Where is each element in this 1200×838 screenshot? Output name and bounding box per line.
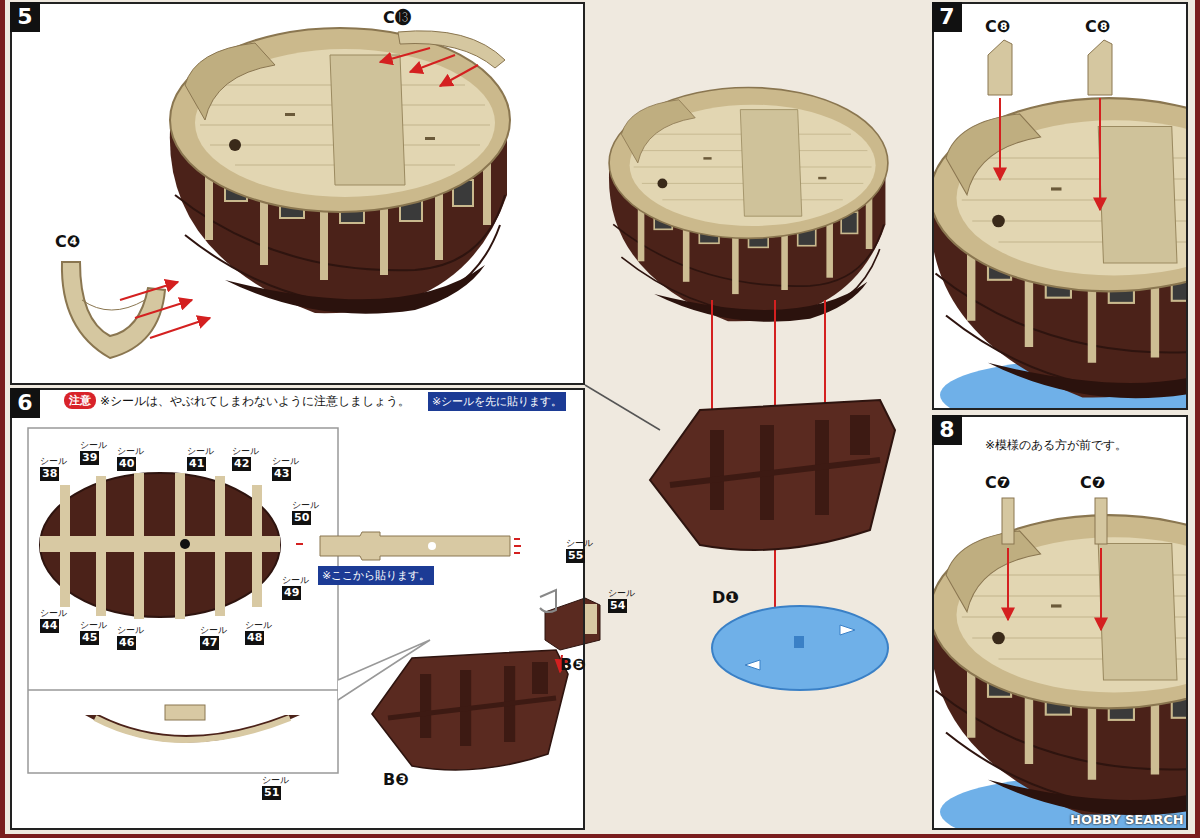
- sticker-number: 48: [245, 631, 264, 645]
- step-panel: 5: [10, 2, 585, 385]
- sticker-word: シール: [187, 446, 214, 456]
- part-label: C❼: [1080, 473, 1105, 492]
- step-panel: 8: [932, 415, 1188, 830]
- sticker-word: シール: [80, 440, 107, 450]
- sticker-word: シール: [262, 775, 289, 785]
- sticker-number: 43: [272, 467, 291, 481]
- sticker-number: 44: [40, 619, 59, 633]
- sticker-word: シール: [292, 500, 319, 510]
- sticker-word: シール: [272, 456, 299, 466]
- step-number: 6: [10, 388, 40, 418]
- sticker-number: 47: [200, 636, 219, 650]
- part-label: C❼: [985, 473, 1010, 492]
- sticker-number: 39: [80, 451, 99, 465]
- note-text: ※シールは、やぶれてしまわないように注意しましょう。: [100, 393, 410, 410]
- sticker-word: シール: [232, 446, 259, 456]
- caution-badge: 注意: [64, 392, 96, 409]
- step-number: 8: [932, 415, 962, 445]
- sticker-word: シール: [245, 620, 272, 630]
- step-number: 7: [932, 2, 962, 32]
- sticker-number: 55: [566, 549, 585, 563]
- sticker-number: 41: [187, 457, 206, 471]
- part-label: B❸: [383, 770, 409, 789]
- sticker-number: 46: [117, 636, 136, 650]
- sticker-number: 40: [117, 457, 136, 471]
- sticker-number: 42: [232, 457, 251, 471]
- step-number: 5: [10, 2, 40, 32]
- sticker-word: シール: [117, 446, 144, 456]
- sticker-word: シール: [200, 625, 227, 635]
- sticker-number: 54: [608, 599, 627, 613]
- sticker-word: シール: [117, 625, 144, 635]
- part-label: B❺: [560, 655, 586, 674]
- sticker-word: シール: [40, 456, 67, 466]
- note-text: ※模様のある方が前です。: [985, 437, 1127, 454]
- part-label: D❶: [712, 588, 739, 607]
- step-panel: 7: [932, 2, 1188, 410]
- sticker-number: 38: [40, 467, 59, 481]
- sticker-word: シール: [282, 575, 309, 585]
- sticker-word: シール: [40, 608, 67, 618]
- sticker-word: シール: [80, 620, 107, 630]
- note-box: ※シールを先に貼ります。: [428, 392, 566, 411]
- sticker-number: 49: [282, 586, 301, 600]
- part-label: C❹: [55, 232, 80, 251]
- sticker-word: シール: [608, 588, 635, 598]
- sticker-word: シール: [566, 538, 593, 548]
- sticker-number: 45: [80, 631, 99, 645]
- note-box: ※ここから貼ります。: [318, 566, 434, 585]
- sticker-number: 50: [292, 511, 311, 525]
- part-label: C❽: [1085, 17, 1110, 36]
- part-label: C❽: [985, 17, 1010, 36]
- watermark: HOBBY SEARCH: [1070, 812, 1184, 827]
- sticker-number: 51: [262, 786, 281, 800]
- part-label: C⓭: [383, 8, 411, 27]
